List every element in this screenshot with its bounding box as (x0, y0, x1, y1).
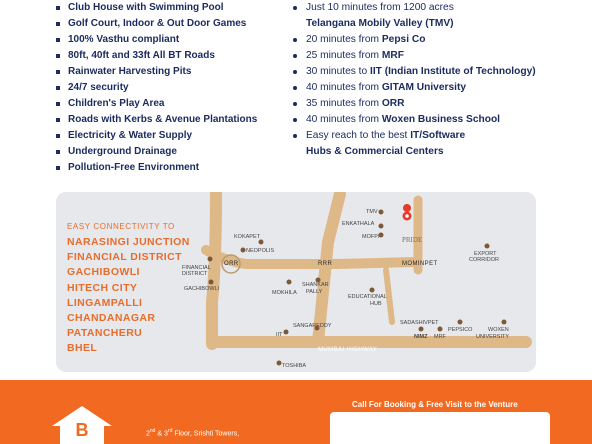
list-item: Underground Drainage (56, 144, 257, 160)
connectivity-item: LINGAMPALLI (67, 296, 143, 309)
road-rrr (312, 192, 346, 348)
map-label-tmv: TMV (366, 209, 378, 215)
connectivity-item: NARASINGI JUNCTION (67, 236, 190, 248)
map-label-corridor: CORRIDOR (469, 257, 499, 263)
list-item: Hubs & Commercial Centers (306, 146, 444, 157)
list-item: Children's Play Area (56, 96, 257, 112)
amenities-list: Club House with Swimming Pool Golf Court… (56, 0, 257, 176)
map-label-university: UNIVERSITY (476, 334, 510, 340)
map-label-sadashivpet: SADASHIVPET (400, 320, 439, 326)
connectivity-item: CHANDANAGAR (67, 312, 156, 325)
map-label-export: EXPORT (474, 251, 497, 257)
list-item: 20 minutes from Pepsi Co (290, 32, 536, 48)
list-item: Electricity & Water Supply (56, 128, 257, 144)
connectivity-item: PATANCHERU (67, 327, 143, 340)
list-item: 25 minutes from MRF (290, 48, 536, 64)
road-label-mominpet: MOMINPET (402, 261, 438, 267)
map-label-mrf: MRF (434, 334, 446, 340)
map-label-enkathala: ENKATHALA (342, 221, 375, 227)
road-orr (201, 245, 421, 269)
map-label-iit: IIT (276, 332, 283, 338)
booking-cta: Call For Booking & Free Visit to the Ven… (352, 400, 518, 409)
map-label-sangareddy: SANGAREDDY (293, 323, 332, 329)
list-item: Telangana Mobily Valley (TMV) (306, 18, 454, 29)
location-map: EASY CONNECTIVITY TO NARASINGI JUNCTION … (56, 192, 536, 372)
map-label-gachibowli: GACHIBOWLI (184, 286, 220, 292)
map-label-kokapet: KOKAPET (234, 234, 260, 240)
road-label-orr: ORR (224, 261, 239, 267)
map-label-pepsico: PEPSICO (448, 327, 473, 333)
list-item: Rainwater Harvesting Pits (56, 64, 257, 80)
map-label-neopolis: NEOPOLIS (246, 248, 275, 254)
list-item: 100% Vasthu compliant (56, 32, 257, 48)
road-label-rrr: RRR (318, 261, 333, 267)
orr-junction (221, 254, 241, 274)
connectivity-item: HITECH CITY (67, 281, 138, 294)
road-left (206, 192, 222, 350)
map-label-financial: FINANCIAL (182, 265, 211, 271)
map-label-nimz: NIMZ (414, 334, 428, 340)
road-network (201, 192, 532, 350)
road-label-highway: MUMBAI HIGHWAY (318, 347, 378, 353)
connectivity-header: EASY CONNECTIVITY TO (67, 222, 175, 231)
map-label-pride: PRIDE (402, 236, 423, 244)
list-item: Pollution-Free Environment (56, 160, 257, 176)
map-label-educational: EDUCATIONAL (348, 294, 387, 300)
list-item: 40 minutes from Woxen Business School (290, 112, 536, 128)
list-item: Club House with Swimming Pool (56, 0, 257, 16)
connectivity-item: GACHIBOWLI (67, 266, 140, 279)
list-item: Easy reach to the best IT/Software (290, 128, 536, 144)
list-item: 40 minutes from GITAM University (290, 80, 536, 96)
connectivity-item: BHEL (67, 342, 98, 355)
map-label-shankar: SHANKAR (302, 282, 329, 288)
contact-box (330, 412, 550, 444)
road-branch (383, 267, 395, 325)
list-item: 80ft, 40ft and 33ft All BT Roads (56, 48, 257, 64)
map-label-woxen: WOXEN (488, 327, 509, 333)
svg-text:B: B (76, 420, 89, 440)
company-logo: B (52, 406, 112, 444)
list-item: Just 10 minutes from 1200 acres (290, 0, 536, 16)
map-label-mokhila: MOKHILA (272, 290, 297, 296)
list-item: 30 minutes to IIT (Indian Institute of T… (290, 64, 536, 80)
connectivity-list: EASY CONNECTIVITY TO NARASINGI JUNCTION … (67, 222, 190, 357)
list-item: Golf Court, Indoor & Out Door Games (56, 16, 257, 32)
map-label-mofpi: MOFPI (362, 234, 380, 240)
list-item: Roads with Kerbs & Avenue Plantations (56, 112, 257, 128)
list-item: 35 minutes from ORR (290, 96, 536, 112)
map-label-pally: PALLY (306, 289, 323, 295)
map-label-district: DISTRICT (182, 271, 208, 277)
list-item: 24/7 security (56, 80, 257, 96)
map-label-hub: HUB (370, 301, 382, 307)
office-address: 2nd & 3rd Floor, Srishti Towers, (146, 428, 240, 438)
connectivity-item: FINANCIAL DISTRICT (67, 251, 182, 264)
location-list: Just 10 minutes from 1200 acres Telangan… (290, 0, 536, 160)
map-label-toshiba: TOSHIBA (282, 363, 307, 369)
